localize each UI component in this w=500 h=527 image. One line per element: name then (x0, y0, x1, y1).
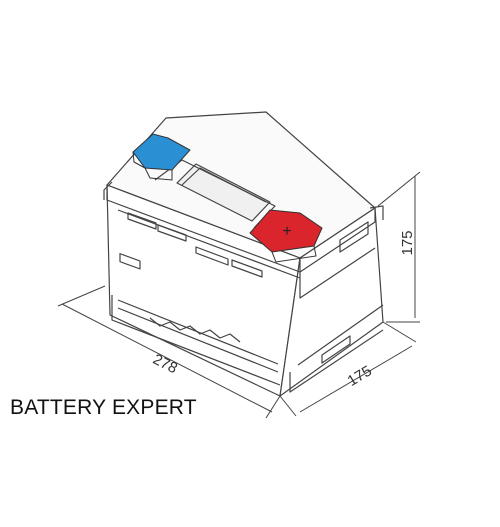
plus-symbol: + (282, 223, 291, 240)
width-dimension: 175 (345, 362, 375, 389)
length-dimension: 278 (150, 351, 180, 378)
dimension-lines (57, 171, 421, 419)
height-dimension: 175 (399, 230, 416, 255)
brand-label: BATTERY EXPERT (10, 396, 197, 419)
positive-terminal: + (249, 209, 323, 263)
negative-terminal (132, 133, 191, 181)
